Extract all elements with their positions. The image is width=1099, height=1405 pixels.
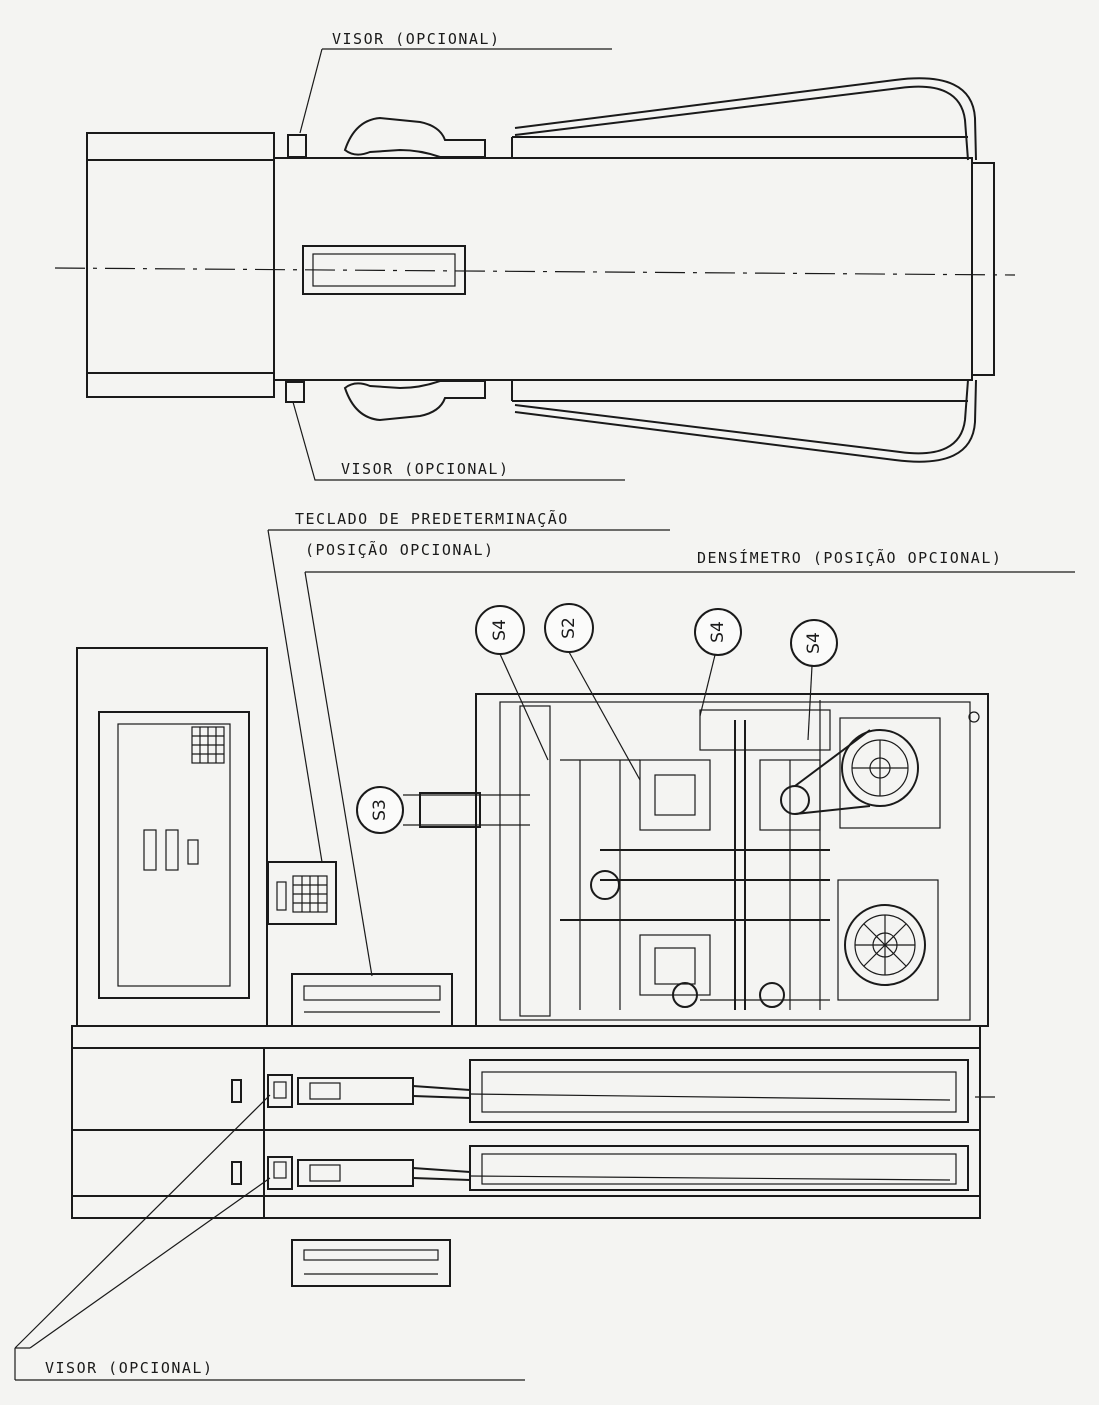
callout-s4-right: S4 <box>790 619 838 741</box>
svg-text:S2: S2 <box>559 617 579 639</box>
hydraulic-cabinet <box>475 693 989 1027</box>
display-tower <box>76 647 268 1027</box>
visor-window-lower <box>267 1156 293 1190</box>
nozzle-top <box>343 116 486 158</box>
mid-leaders <box>267 529 1075 977</box>
hose-tray-lower <box>469 1145 969 1191</box>
label-densimetro: DENSÍMETRO (POSIÇÃO OPCIONAL) <box>697 548 1002 567</box>
svg-text:S4: S4 <box>708 621 728 643</box>
visor-window-upper <box>267 1074 293 1108</box>
base-section <box>71 1025 995 1219</box>
svg-text:S4: S4 <box>490 619 510 641</box>
hose-tray-upper <box>469 1059 969 1123</box>
grid-icon <box>191 726 225 764</box>
callout-s2: S2 <box>544 603 641 781</box>
callout-s4-mid: S4 <box>694 608 742 717</box>
callout-s4-left: S4 <box>475 605 549 761</box>
svg-text:S3: S3 <box>370 799 390 821</box>
label-visor-bottom: VISOR (OPCIONAL) <box>45 1359 214 1377</box>
label-teclado-line1: TECLADO DE PREDETERMINAÇÃO <box>295 509 569 528</box>
top-view-leaders <box>292 48 625 481</box>
svg-text:S4: S4 <box>804 632 824 654</box>
densimeter <box>291 973 453 1027</box>
top-view <box>54 77 1016 463</box>
top-view-display-window <box>302 245 466 295</box>
top-hose-loop <box>514 85 969 161</box>
top-view-main-body <box>273 157 973 381</box>
bottom-hose-loop <box>514 379 969 455</box>
label-visor-mid: VISOR (OPCIONAL) <box>341 460 510 478</box>
front-view <box>71 647 995 1287</box>
pulley-lower <box>844 904 926 986</box>
predetermination-keypad <box>267 861 337 925</box>
nozzle-bottom <box>343 380 486 422</box>
label-visor-top: VISOR (OPCIONAL) <box>332 30 501 48</box>
callout-s3: S3 <box>356 786 530 834</box>
center-line <box>54 267 1016 276</box>
label-teclado-line2: (POSIÇÃO OPCIONAL) <box>305 540 495 559</box>
bottom-leaders <box>14 1094 525 1381</box>
pulley-upper <box>841 729 919 807</box>
lower-handle <box>291 1239 451 1287</box>
top-view-left-block <box>86 132 275 398</box>
